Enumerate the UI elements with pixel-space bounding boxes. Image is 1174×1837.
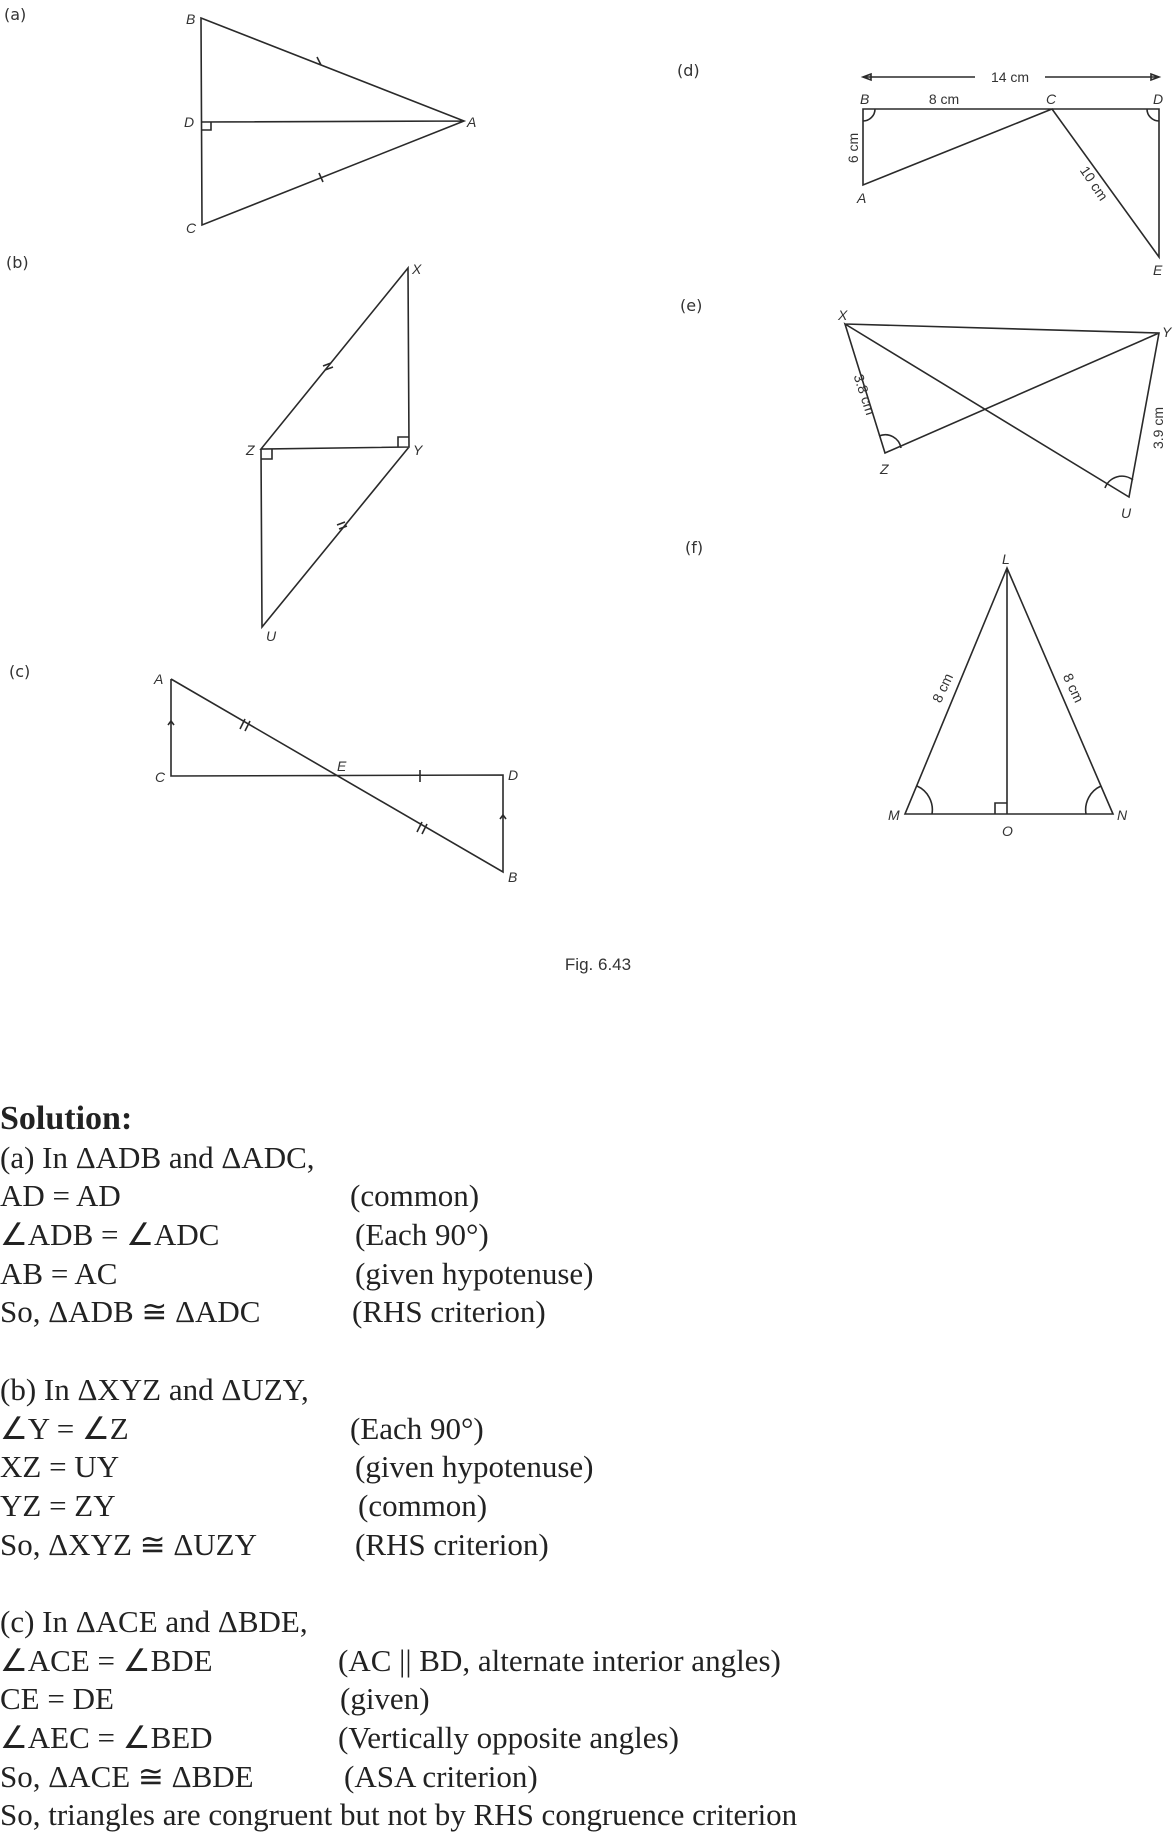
part-b-intro: (b) In ΔXYZ and ΔUZY,	[0, 1371, 309, 1407]
vertex-label: N	[1117, 807, 1128, 823]
dimension-arrow	[860, 72, 1162, 82]
vertex-label: D	[184, 114, 194, 130]
reason: (Each 90°)	[350, 1410, 484, 1446]
vertex-label: C	[1046, 91, 1057, 107]
reason: (given hypotenuse)	[355, 1449, 594, 1485]
right-angle-mark	[201, 122, 212, 131]
double-tick-marks	[322, 362, 348, 530]
figure-d-label: (d)	[677, 61, 700, 80]
statement: ∠AEC = ∠BED	[0, 1720, 213, 1755]
statement: AD = AD	[0, 1178, 121, 1214]
figure-f-label: (f)	[685, 538, 703, 557]
vertex-label: X	[411, 261, 422, 277]
vertex-label: D	[508, 767, 518, 783]
measure-label: 6 cm	[845, 133, 861, 163]
vertex-label: Z	[879, 461, 889, 477]
reason: (RHS criterion)	[355, 1526, 549, 1562]
statement: YZ = ZY	[0, 1487, 116, 1523]
statement: XZ = UY	[0, 1449, 120, 1485]
vertex-label: C	[186, 220, 197, 236]
vertex-label: C	[155, 769, 166, 785]
vertex-label: O	[1002, 823, 1013, 839]
figure-e: (e) 3.8 cm 3.9 cm X Y Z U	[680, 296, 1173, 521]
conclusion: So, triangles are congruent but not by R…	[0, 1797, 798, 1833]
figure-c-label: (c)	[9, 662, 30, 681]
reason: (RHS criterion)	[352, 1294, 546, 1330]
figure-b-label: (b)	[6, 253, 29, 272]
figure-6-43: (a) B D A C (b) X Z Y U (c) A C E D B (d…	[4, 5, 1173, 974]
figure-f: (f) 8 cm 8 cm L M N O	[685, 538, 1128, 839]
vertex-label: L	[1002, 551, 1010, 567]
figure-b: (b) X Z Y U	[6, 253, 424, 644]
vertex-label: M	[888, 807, 900, 823]
vertex-label: E	[1153, 262, 1163, 278]
reason: (given)	[340, 1681, 430, 1717]
statement: So, ΔXYZ ≅ ΔUZY	[0, 1526, 258, 1562]
measure-label: 3.9 cm	[1150, 407, 1166, 449]
measure-label: 14 cm	[991, 69, 1029, 85]
statement: So, ΔACE ≅ ΔBDE	[0, 1758, 254, 1794]
figure-caption: Fig. 6.43	[565, 955, 631, 974]
measure-label: 3.8 cm	[851, 372, 879, 417]
figure-a: (a) B D A C	[4, 5, 476, 236]
reason: (Vertically opposite angles)	[338, 1720, 679, 1755]
statement: ∠ADB = ∠ADC	[0, 1217, 220, 1253]
statement: AB = AC	[0, 1255, 118, 1291]
vertex-label: Y	[1162, 324, 1173, 340]
solution: Solution: (a) In ΔADB and ΔADC, AD = AD (…	[0, 1100, 797, 1835]
statement: So, ΔADB ≅ ΔADC	[0, 1294, 261, 1330]
statement: ∠Y = ∠Z	[0, 1410, 129, 1446]
vertex-label: B	[186, 11, 195, 27]
vertex-label: D	[1153, 91, 1163, 107]
statement: ∠ACE = ∠BDE	[0, 1642, 213, 1678]
tick-marks	[316, 56, 324, 183]
solution-heading: Solution:	[0, 1100, 133, 1137]
figure-c: (c) A C E D B	[9, 662, 518, 885]
vertex-label: A	[153, 671, 163, 687]
reason: (common)	[358, 1487, 488, 1523]
reason: (Each 90°)	[355, 1217, 489, 1253]
figure-e-label: (e)	[680, 296, 702, 315]
vertex-label: A	[856, 190, 866, 206]
part-a-intro: (a) In ΔADB and ΔADC,	[0, 1139, 315, 1175]
figure-a-label: (a)	[4, 5, 26, 24]
statement: CE = DE	[0, 1681, 114, 1717]
vertex-label: U	[1121, 505, 1132, 521]
vertex-label: U	[266, 628, 277, 644]
reason: (AC || BD, alternate interior angles)	[338, 1642, 781, 1678]
vertex-label: E	[337, 758, 347, 774]
vertex-label: B	[860, 91, 869, 107]
reason: (common)	[350, 1178, 480, 1214]
vertex-label: Y	[413, 442, 424, 458]
reason: (ASA criterion)	[344, 1758, 538, 1794]
vertex-label: Z	[245, 442, 255, 458]
reason: (given hypotenuse)	[355, 1255, 594, 1291]
vertex-label: B	[508, 869, 517, 885]
measure-label: 8 cm	[929, 91, 959, 107]
vertex-label: X	[837, 307, 848, 323]
vertex-label: A	[466, 114, 476, 130]
figure-d: (d) 14 cm 8 cm 6 cm 10 cm B C D A E	[677, 61, 1163, 278]
part-c-intro: (c) In ΔACE and ΔBDE,	[0, 1603, 308, 1639]
